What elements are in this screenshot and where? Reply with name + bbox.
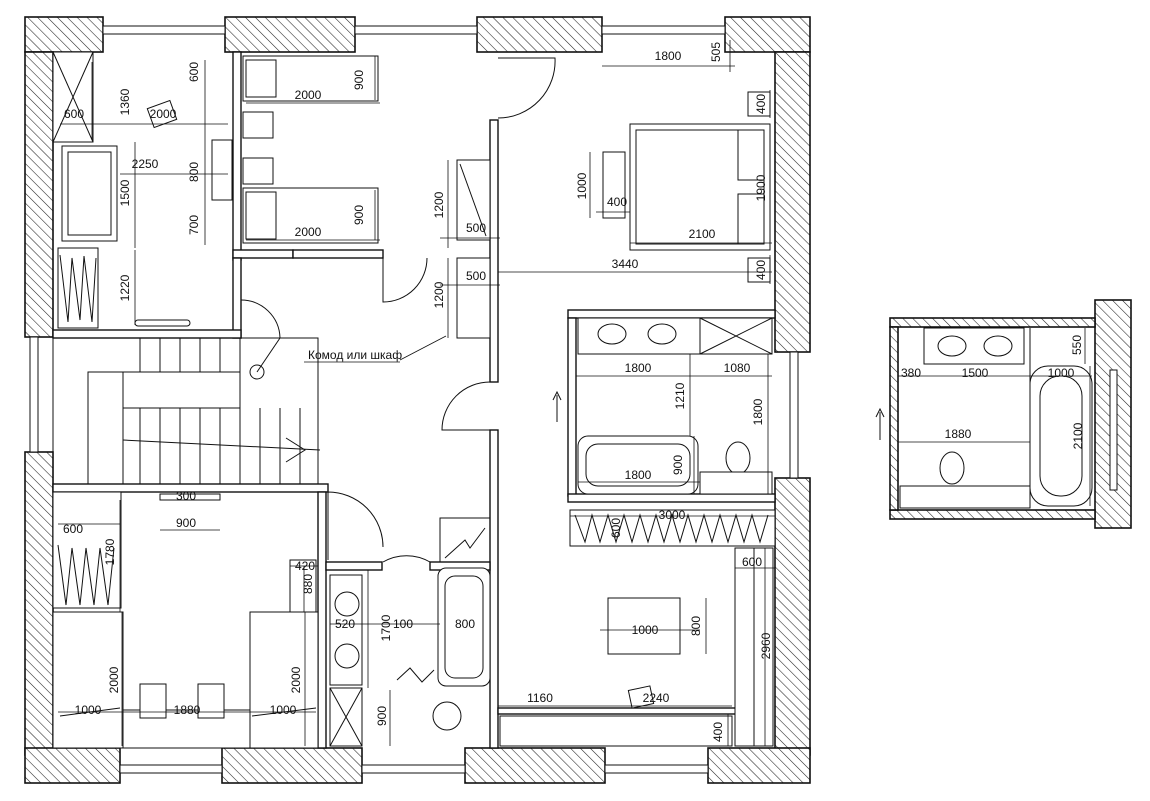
dim-label: 900 [375,706,389,726]
dim-label: 400 [711,722,725,742]
dim-label: 600 [187,62,201,82]
dim-label: 550 [1070,335,1084,355]
dim-label: 400 [754,94,768,114]
dim-label: 2100 [1071,422,1085,449]
dim-label: 1000 [270,703,297,717]
arrow-up-icon [552,390,885,440]
dim-label: 1200 [432,191,446,218]
dim-label: 600 [63,522,83,536]
dim-label: 700 [187,215,201,235]
dim-label: 2100 [689,227,716,241]
dim-label: 1880 [174,703,201,717]
dim-label: 900 [671,455,685,475]
dim-label: 2000 [295,88,322,102]
dim-label: 880 [301,574,315,594]
dim-label: 900 [352,70,366,90]
dim-label: 1000 [75,703,102,717]
stair-treads [139,338,301,484]
furniture [52,51,776,749]
dim-label: 1800 [625,468,652,482]
dim-label: 2960 [759,632,773,659]
variant-bathroom [889,299,1132,529]
dim-label: 1080 [724,361,751,375]
dim-label: 1000 [1048,366,1075,380]
dim-label: 380 [901,366,921,380]
dim-label: 1210 [673,382,687,409]
dim-label: 2250 [132,157,159,171]
dim-label: 1360 [118,88,132,115]
dim-label: 1800 [655,49,682,63]
dim-label: 600 [742,555,762,569]
dim-label: 1000 [575,172,589,199]
dim-label: 520 [335,617,355,631]
dim-label: 600 [64,107,84,121]
dim-label: 1800 [625,361,652,375]
dim-label: 800 [689,616,703,636]
dim-label: 2000 [295,225,322,239]
dim-label: 2000 [107,666,121,693]
dim-label: 1500 [962,366,989,380]
dim-label: 1000 [632,623,659,637]
dim-label: 900 [352,205,366,225]
dim-label: 2240 [643,691,670,705]
wardrobe-hatch-1 [57,247,99,329]
chest-or-wardrobe-note: Комод или шкаф [304,335,447,363]
dimension-labels: 1360 600 600 2000 2250 1500 800 700 1220… [63,42,1085,742]
dim-label: 2000 [150,107,177,121]
dim-label: 1880 [945,427,972,441]
windows [29,25,799,774]
dim-label: 400 [754,260,768,280]
dim-label: 500 [466,221,486,235]
dim-label: 500 [466,269,486,283]
dim-label: 1780 [103,538,117,565]
note-label: Комод или шкаф [308,348,402,362]
doors [240,57,556,563]
dim-label: 400 [607,195,627,209]
exterior-walls [24,16,811,784]
dim-label: 505 [709,42,723,62]
dim-label: 600 [609,518,623,538]
dim-label: 1220 [118,274,132,301]
dim-label: 100 [393,617,413,631]
dim-label: 800 [455,617,475,631]
dimension-lines [58,40,1092,746]
dim-label: 1700 [379,614,393,641]
partitions [52,51,776,749]
dim-label: 1160 [527,691,553,705]
staircase [52,337,491,562]
dim-label: 800 [187,162,201,182]
dim-label: 900 [176,516,196,530]
dim-label: 300 [176,489,196,503]
dim-label: 3440 [612,257,639,271]
dim-label: 1200 [432,281,446,308]
dim-label: 420 [295,559,315,573]
dim-label: 1500 [118,179,132,206]
dim-label: 3000 [659,508,686,522]
dim-label: 2000 [289,666,303,693]
dim-label: 1800 [751,398,765,425]
dim-label: 1900 [754,174,768,201]
